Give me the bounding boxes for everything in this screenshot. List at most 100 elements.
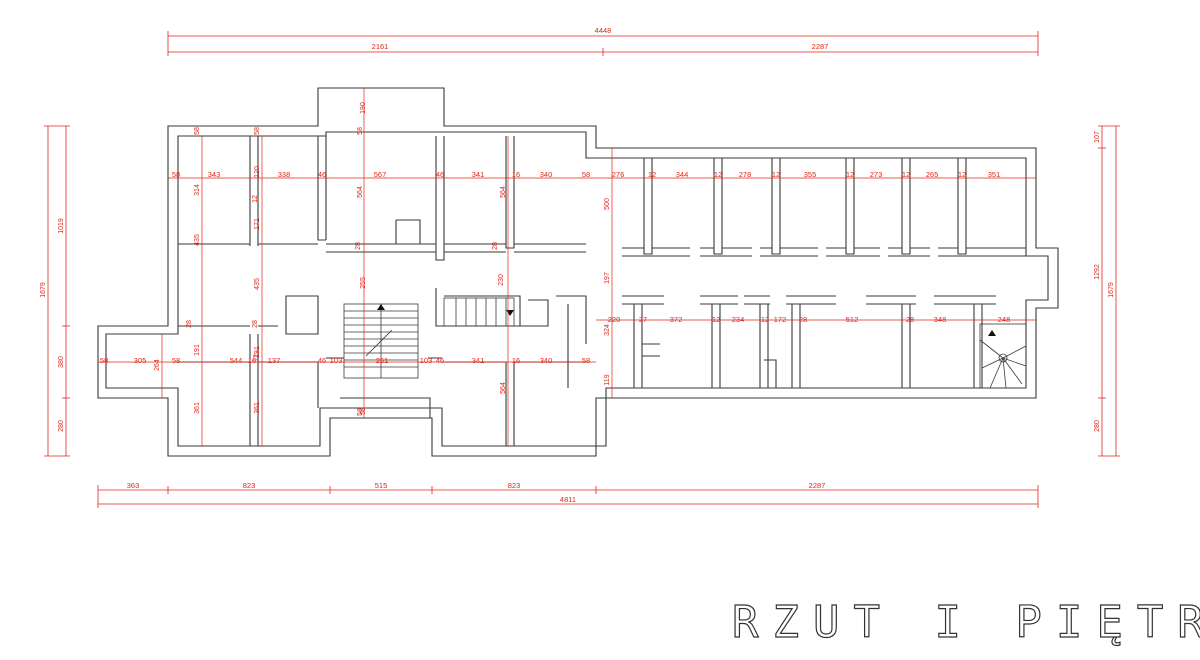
- dim-top-left: 2161: [372, 42, 389, 51]
- vertical-dimension-label: 435: [254, 278, 261, 290]
- row-lower-label: 103: [420, 356, 433, 365]
- row-upper-label: 46: [436, 170, 444, 179]
- row-lower-label: 16: [248, 356, 256, 365]
- dimension-row-middle: 220 27 372 12 234 12 172 28 512 28 348 248: [608, 315, 1011, 324]
- row-lower-label: 58: [172, 356, 180, 365]
- row-upper-label: 265: [926, 170, 939, 179]
- row-upper-label: 341: [472, 170, 485, 179]
- staircase-spiral: [979, 323, 1027, 389]
- vertical-dimension-label: 564: [500, 382, 507, 394]
- row-upper-label: 16: [512, 170, 520, 179]
- row-upper-label: 278: [739, 170, 752, 179]
- vertical-dimension-label: 361: [194, 402, 201, 414]
- interior-dimension-lines: [98, 88, 1036, 446]
- row-upper-label: 351: [988, 170, 1001, 179]
- row-middle-label: 348: [934, 315, 947, 324]
- dim-right-outer: 1679: [1108, 282, 1115, 298]
- row-lower-label: 46: [318, 356, 326, 365]
- right-dimension-lines: [1098, 125, 1120, 457]
- left-dimension-lines: [44, 125, 70, 457]
- row-middle-label: 27: [639, 315, 647, 324]
- vertical-dimension-label: 58: [360, 407, 367, 415]
- row-upper-label: 343: [208, 170, 221, 179]
- dim-bottom-1: 363: [127, 481, 140, 490]
- vertical-dimension-label: 28: [252, 320, 259, 328]
- building-walls: [97, 87, 1059, 457]
- dim-right-lower: 280: [1094, 420, 1101, 432]
- dim-bottom-3: 515: [375, 481, 388, 490]
- dim-right-middle: 1292: [1094, 264, 1101, 280]
- vertical-dimension-label: 58: [254, 127, 261, 135]
- row-lower-label: 305: [134, 356, 147, 365]
- dim-left-upper: 1019: [58, 218, 65, 234]
- vertical-dimension-label: 264: [154, 359, 161, 371]
- row-upper-label: 58: [582, 170, 590, 179]
- row-lower-label: 58: [100, 356, 108, 365]
- vertical-dimension-label: 361: [254, 402, 261, 414]
- row-middle-label: 12: [712, 315, 720, 324]
- row-lower-label: 103: [330, 356, 343, 365]
- row-upper-label: 344: [676, 170, 689, 179]
- row-lower-label: 340: [540, 356, 553, 365]
- row-upper-label: 276: [612, 170, 625, 179]
- dim-bottom-2: 823: [243, 481, 256, 490]
- vertical-dimension-label: 197: [604, 272, 611, 284]
- vertical-dimension-label: 120: [254, 166, 261, 178]
- row-upper-label: 46: [318, 170, 326, 179]
- row-upper-label: 338: [278, 170, 291, 179]
- row-lower-label: 341: [472, 356, 485, 365]
- vertical-dimension-label: 12: [253, 354, 260, 362]
- staircase-central: [343, 303, 419, 379]
- dim-bottom-total: 4811: [560, 495, 576, 504]
- vertical-dimension-label: 171: [254, 218, 261, 230]
- row-lower-label: 16: [512, 356, 520, 365]
- dim-bottom-5: 2287: [809, 481, 826, 490]
- row-middle-label: 220: [608, 315, 621, 324]
- row-lower-label: 137: [268, 356, 281, 365]
- vertical-dimension-label: 28: [355, 242, 362, 250]
- row-middle-label: 234: [732, 315, 745, 324]
- up-arrow-icon-east: [988, 330, 996, 336]
- row-middle-label: 372: [670, 315, 683, 324]
- row-middle-label: 248: [998, 315, 1011, 324]
- vertical-dimension-label: 230: [498, 274, 505, 286]
- row-middle-label: 12: [761, 315, 769, 324]
- row-lower-label: 46: [436, 356, 444, 365]
- vertical-dimension-label: 324: [604, 324, 611, 336]
- row-upper-label: 12: [714, 170, 722, 179]
- row-lower-label: 544: [230, 356, 243, 365]
- row-upper-label: 58: [172, 170, 180, 179]
- dim-right-upper: 107: [1094, 131, 1101, 143]
- row-upper-label: 12: [958, 170, 966, 179]
- drawing-title: RZUT I PIĘTRA: [731, 597, 1200, 648]
- vertical-dimension-label: 500: [604, 198, 611, 210]
- vertical-dimension-label: 28: [186, 320, 193, 328]
- vertical-dimension-label: 28: [492, 242, 499, 250]
- dim-top-total: 4448: [595, 26, 612, 35]
- row-middle-label: 28: [799, 315, 807, 324]
- vertical-dimension-label: 58: [357, 408, 364, 416]
- vertical-dimension-label: 191: [194, 344, 201, 356]
- row-middle-label: 512: [846, 315, 859, 324]
- vertical-dimension-label: 119: [604, 374, 611, 385]
- vertical-dimension-label: 58: [357, 127, 364, 135]
- vertical-dimension-label: 58: [194, 127, 201, 135]
- vertical-dimension-label: 191: [254, 346, 261, 358]
- dim-left-middle: 380: [58, 356, 65, 368]
- staircase-west: [443, 297, 515, 327]
- row-upper-label: 355: [804, 170, 817, 179]
- up-arrow-icon: [377, 304, 385, 310]
- row-middle-label: 28: [906, 315, 914, 324]
- row-upper-label: 273: [870, 170, 883, 179]
- row-upper-label: 567: [374, 170, 387, 179]
- dim-left-lower: 280: [58, 420, 65, 432]
- dim-bottom-4: 823: [508, 481, 521, 490]
- row-upper-label: 12: [648, 170, 656, 179]
- vertical-dimension-label: 12: [252, 195, 259, 203]
- row-middle-label: 172: [774, 315, 787, 324]
- down-arrow-icon: [506, 310, 514, 316]
- bottom-dimension-lines: [97, 485, 1039, 508]
